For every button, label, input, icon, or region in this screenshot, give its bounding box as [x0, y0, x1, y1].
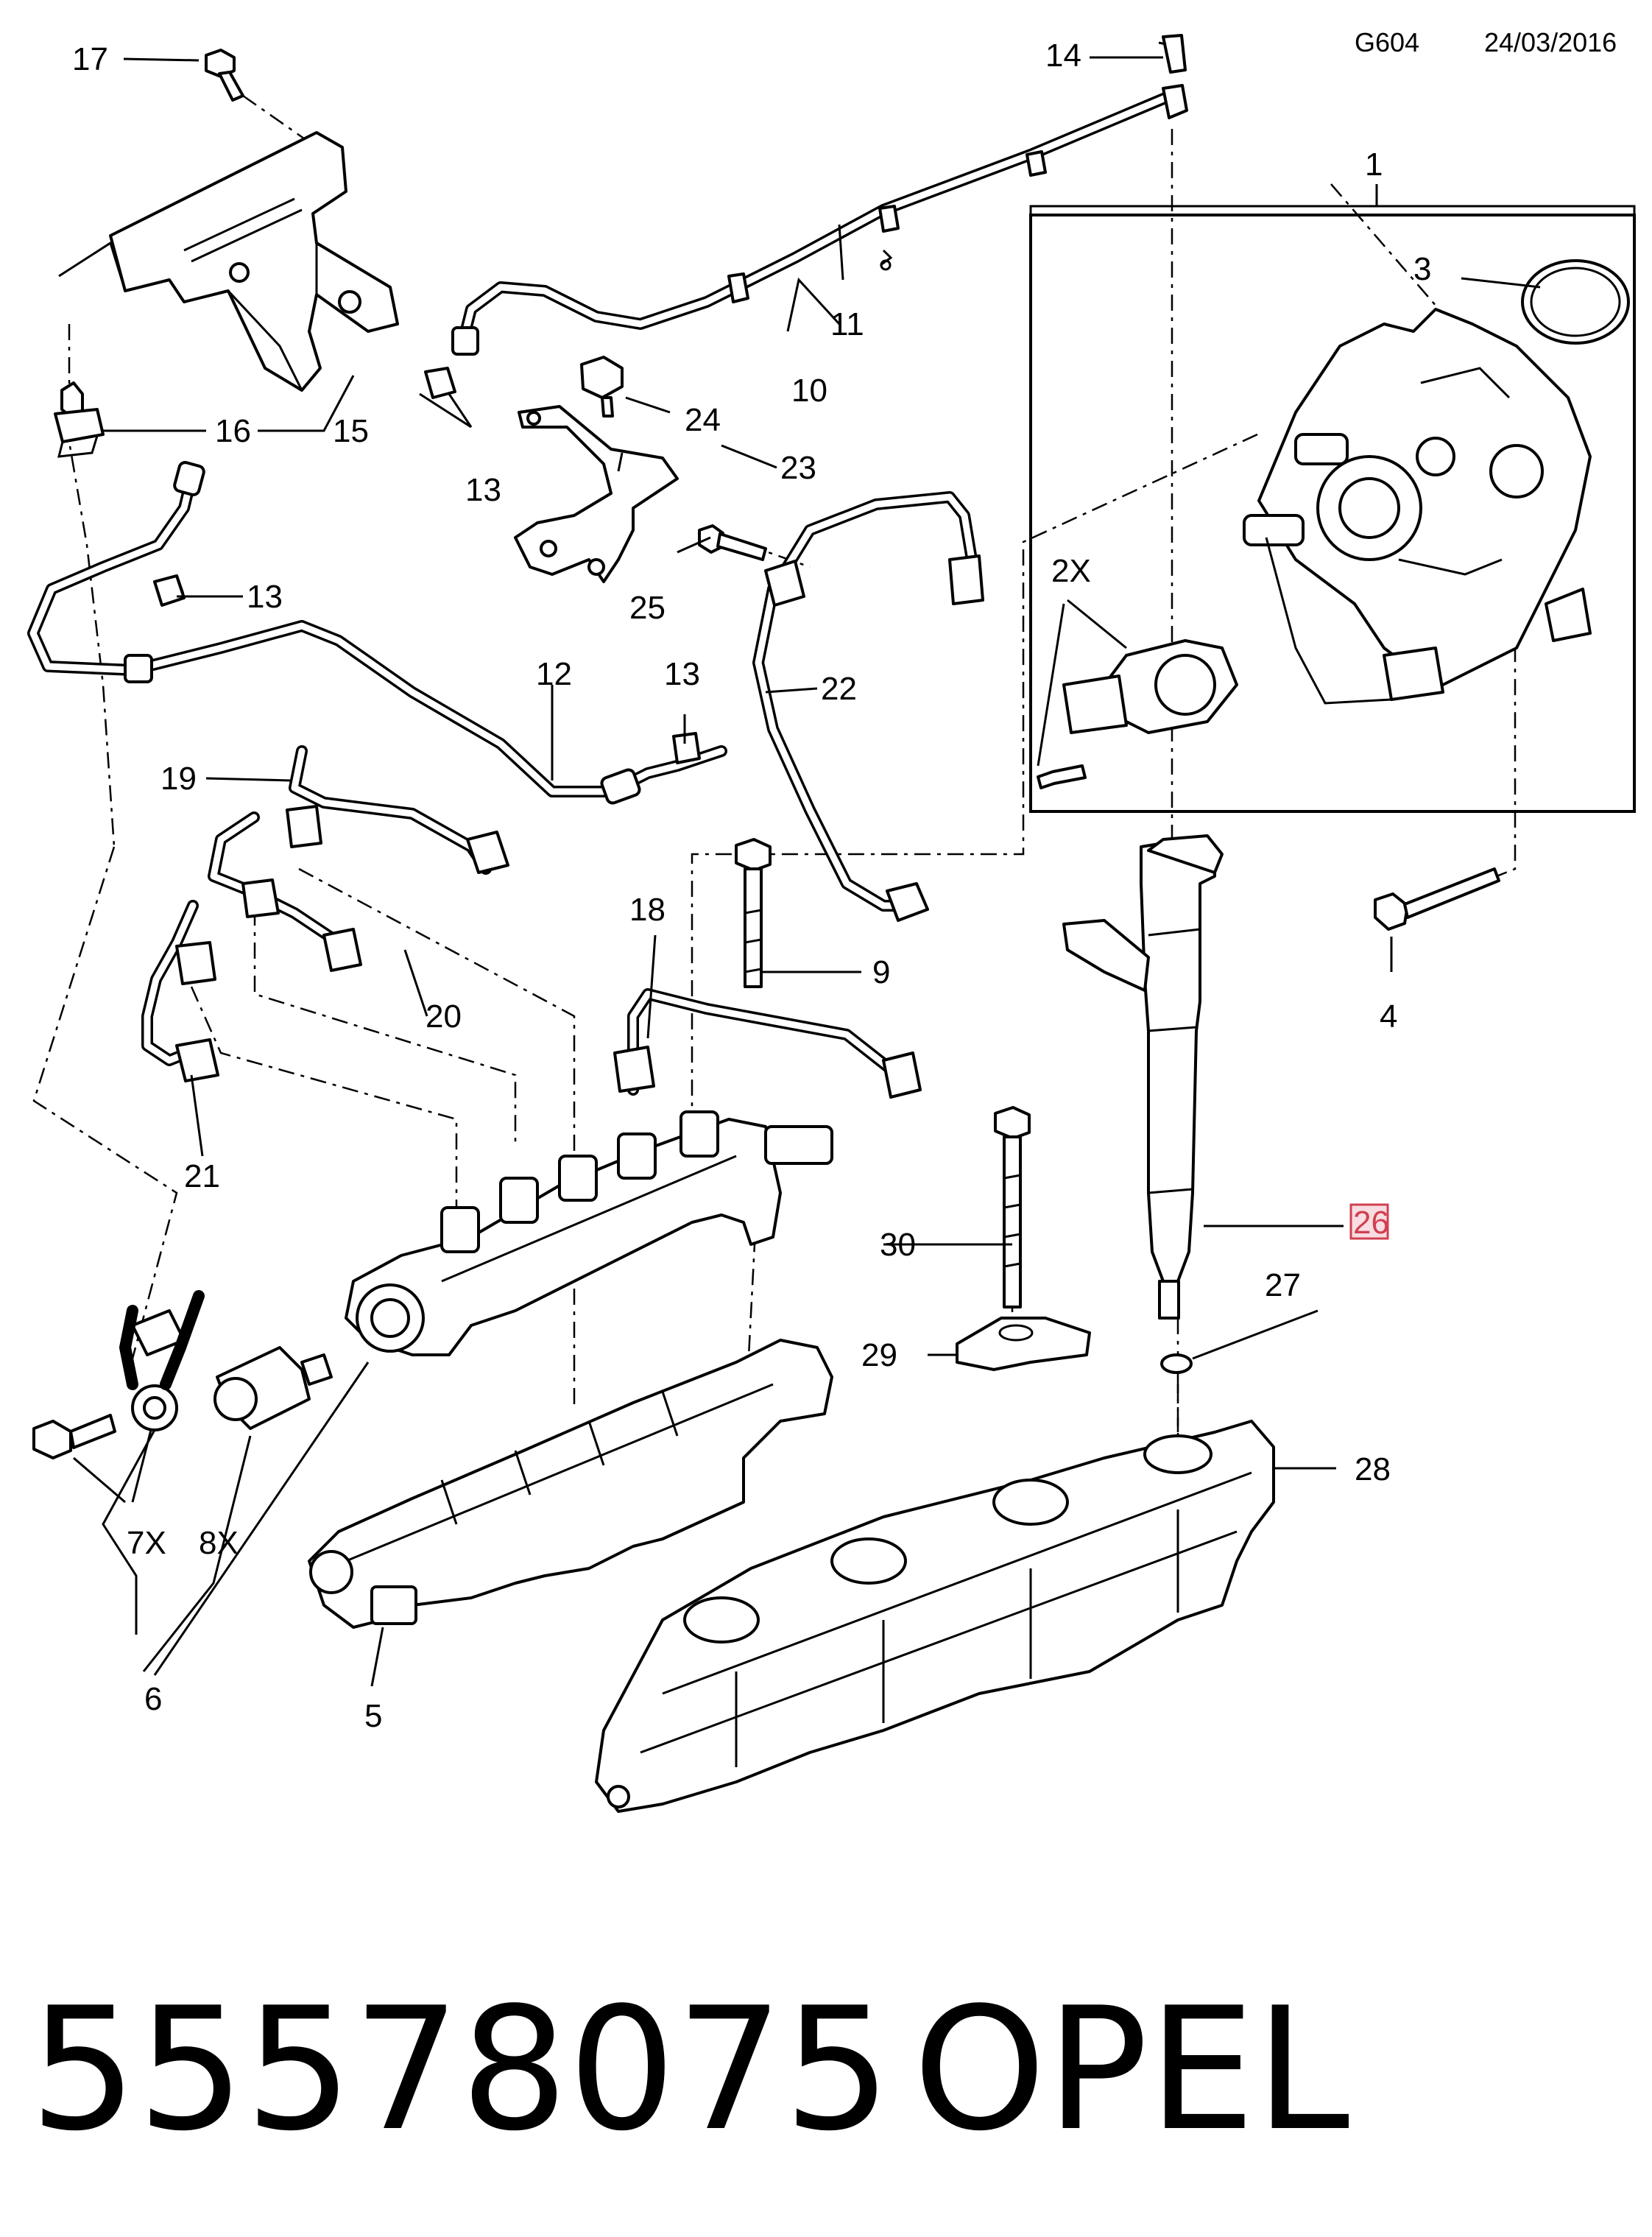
injector-pipe-21 [141, 900, 219, 1082]
clip-13-upper [424, 367, 456, 399]
connector-11 [880, 249, 893, 271]
bracket-15 [58, 131, 399, 392]
rail-cover-5 [308, 1339, 833, 1629]
callout-26-highlight [1349, 1203, 1389, 1240]
callout-19: 19 [160, 761, 197, 797]
part-number: 55578075 [29, 1972, 892, 2169]
callout-3: 3 [1413, 251, 1431, 287]
callout-13-left: 13 [247, 579, 283, 615]
callout-27: 27 [1265, 1267, 1301, 1303]
o-ring-3 [1521, 259, 1630, 345]
callout-4: 4 [1380, 998, 1397, 1035]
brand-name: OPEL [913, 1972, 1349, 2169]
intake-manifold-28 [595, 1420, 1275, 1813]
callout-7x: 7X [127, 1525, 166, 1561]
hose-10 [451, 84, 1188, 356]
callout-1: 1 [1365, 147, 1383, 183]
line-22 [752, 491, 984, 922]
callout-25: 25 [629, 590, 666, 626]
bolt-4 [1374, 867, 1500, 931]
callout-14: 14 [1045, 38, 1081, 74]
callout-22: 22 [821, 671, 857, 707]
callout-29: 29 [861, 1337, 897, 1373]
callout-23: 23 [780, 450, 816, 486]
clip-24 [580, 356, 624, 418]
callout-13-mid: 13 [664, 656, 700, 692]
leader-lines [73, 56, 1541, 1687]
injector-pipe-18 [613, 988, 922, 1099]
callout-5: 5 [364, 1698, 382, 1734]
callout-11: 11 [830, 306, 864, 342]
callout-2x: 2X [1051, 553, 1091, 589]
sensor-2x [1037, 639, 1238, 789]
clip-13-left [153, 574, 186, 607]
bolt-25 [698, 524, 767, 561]
callout-24: 24 [685, 402, 721, 438]
bolt-9 [735, 838, 772, 988]
callout-15: 15 [333, 413, 369, 449]
callout-9: 9 [872, 954, 890, 990]
clamp-29 [956, 1317, 1091, 1371]
callout-10: 10 [791, 373, 827, 409]
clip-14 [1158, 34, 1187, 74]
injector-26 [1062, 834, 1224, 1320]
bolt-17 [205, 49, 244, 102]
clip-16 [54, 381, 105, 458]
callout-20: 20 [426, 998, 462, 1035]
high-pressure-pump-1 [1243, 308, 1592, 705]
bracket-23 [514, 405, 679, 583]
callout-13-upper: 13 [465, 472, 501, 508]
callout-26: 26 [1353, 1205, 1389, 1241]
fitting-6 [119, 1290, 205, 1431]
callout-6: 6 [144, 1681, 162, 1717]
clip-13-mid [672, 732, 701, 764]
fuel-rail [345, 1110, 833, 1356]
banjo-bolt-7x [32, 1414, 116, 1459]
washer-27 [1160, 1353, 1193, 1374]
bolt-30 [994, 1106, 1031, 1308]
pressure-valve-8x [213, 1346, 333, 1430]
callout-18: 18 [629, 892, 666, 928]
callout-21: 21 [184, 1158, 220, 1194]
callout-17: 17 [72, 41, 108, 77]
diagram-code: G604 [1355, 27, 1419, 57]
callout-8x: 8X [199, 1525, 239, 1561]
callout-16: 16 [215, 413, 251, 449]
callout-28: 28 [1355, 1451, 1391, 1487]
callout-labels: 1 2X 3 4 5 6 7X 8X 9 10 11 12 13 13 13 1… [72, 38, 1431, 1734]
diagram-date: 24/03/2016 [1484, 27, 1617, 57]
callout-30: 30 [880, 1227, 916, 1263]
injector-pipe-20 [208, 811, 362, 972]
pump-assembly-box [1029, 184, 1636, 813]
callout-12: 12 [536, 656, 572, 692]
injector-pipe-19 [286, 745, 509, 875]
